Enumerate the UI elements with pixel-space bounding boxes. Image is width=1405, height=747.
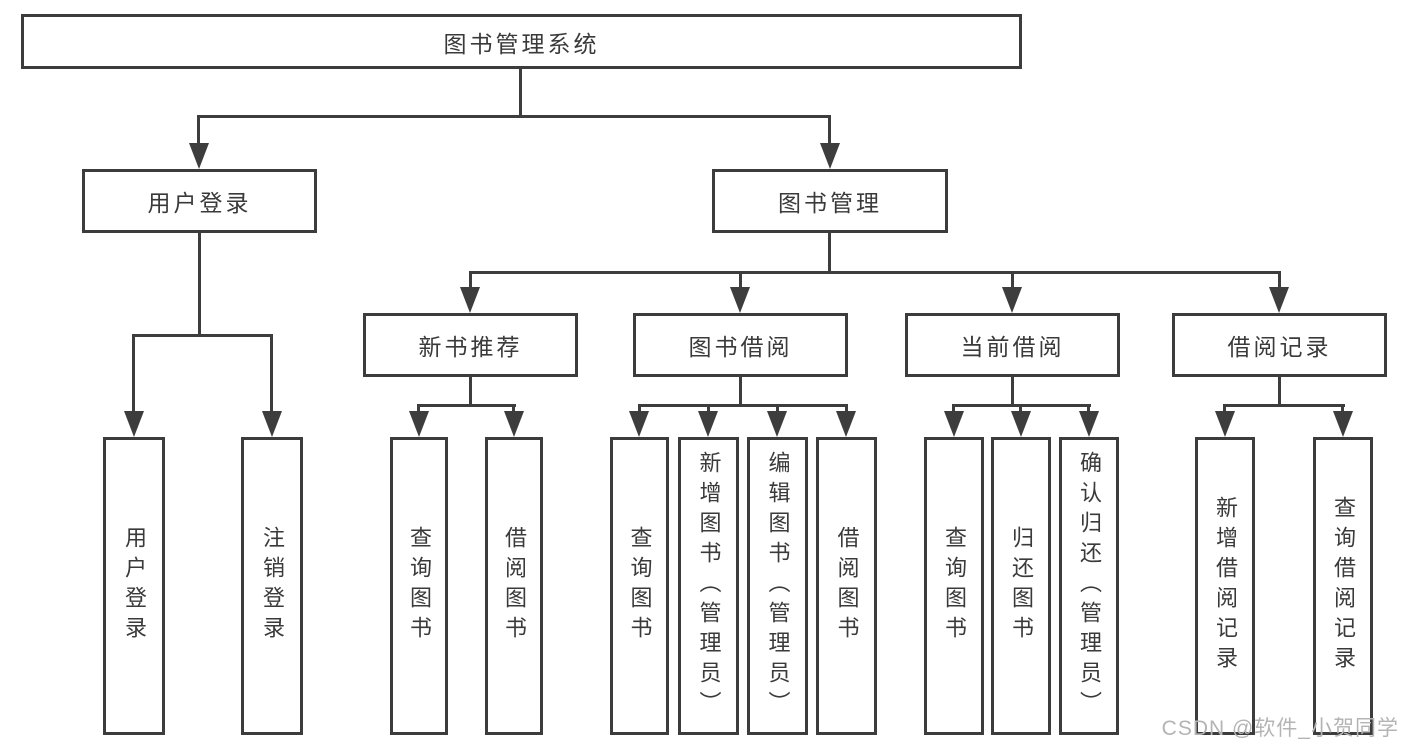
leaf-borrow-books-under-book-borrowing: 借阅图书 [816,437,877,735]
node-current-borrowing: 当前借阅 [905,313,1120,377]
connector-line [1011,271,1014,289]
connector-line [845,404,848,414]
connector-line [952,404,955,414]
leaf-borrow-books-under-recommendation: 借阅图书 [485,437,543,735]
arrow-down-icon [262,411,282,437]
node-label: 图书借阅 [688,334,793,360]
connector-line [1011,377,1014,407]
connector-line [197,115,200,145]
leaf-label: 用户登录 [122,526,147,646]
connector-line [132,334,135,411]
arrow-down-icon [1002,287,1022,313]
arrow-down-icon [504,411,524,437]
connector-line [519,69,522,118]
leaf-query-books-under-recommendation: 查询图书 [390,437,448,735]
arrow-down-icon [1011,411,1031,437]
node-book-borrowing: 图书借阅 [633,313,848,377]
arrow-down-icon [944,411,964,437]
connector-line [638,404,848,407]
arrow-down-icon [1079,411,1099,437]
csdn-watermark: CSDN @软件_小贺同学 [1161,717,1399,740]
node-borrowing-records: 借阅记录 [1172,313,1387,377]
connector-line [417,404,420,414]
connector-line [512,404,515,414]
connector-line [739,271,742,289]
arrow-down-icon [698,411,718,437]
leaf-add-book-admin: 新增图书（管理员） [678,437,739,735]
node-label: 图书管理系统 [443,30,600,57]
leaf-label: 编辑图书（管理员） [765,451,791,721]
connector-line [469,377,472,407]
connector-line [1278,271,1281,289]
node-label: 借阅记录 [1227,334,1332,360]
connector-line [197,115,831,118]
leaf-label: 归还图书 [1009,526,1034,646]
leaf-add-borrow-record: 新增借阅记录 [1195,437,1255,735]
connector-line [1087,404,1090,414]
arrow-down-icon [460,287,480,313]
connector-line [1223,404,1226,414]
connector-line [469,271,1281,274]
node-label: 当前借阅 [960,334,1065,360]
connector-line [1019,404,1022,414]
leaf-label: 新增借阅记录 [1213,496,1238,676]
node-library-management-system: 图书管理系统 [21,14,1022,69]
arrow-down-icon [629,411,649,437]
leaf-label: 借阅图书 [502,526,527,646]
connector-line [1278,377,1281,407]
connector-line [417,404,516,407]
arrow-down-icon [1269,287,1289,313]
connector-line [638,404,641,414]
leaf-query-borrow-record: 查询借阅记录 [1313,437,1373,735]
connector-line [469,271,472,289]
connector-line [776,404,779,414]
leaf-label: 查询图书 [407,526,432,646]
leaf-confirm-return-admin: 确认归还（管理员） [1059,437,1119,735]
node-label: 图书管理 [778,190,882,216]
connector-line [132,334,273,337]
leaf-label: 注销登录 [260,526,285,646]
connector-line [1341,404,1344,414]
arrow-down-icon [730,287,750,313]
arrow-down-icon [189,143,209,169]
arrow-down-icon [836,411,856,437]
node-book-management: 图书管理 [712,169,948,233]
leaf-query-books-under-current: 查询图书 [924,437,984,735]
leaf-return-books: 归还图书 [991,437,1051,735]
arrow-down-icon [409,411,429,437]
leaf-label: 确认归还（管理员） [1077,451,1102,721]
connector-line [1223,404,1345,407]
leaf-label: 新增图书（管理员） [696,451,722,721]
leaf-label: 借阅图书 [834,526,860,646]
connector-line [198,233,201,337]
connector-line [739,377,742,407]
leaf-user-login: 用户登录 [103,437,165,735]
node-label: 新书推荐 [418,334,523,360]
leaf-query-books-under-borrowing: 查询图书 [610,437,669,735]
arrow-down-icon [1333,411,1353,437]
connector-line [270,334,273,411]
connector-line [828,233,831,274]
arrow-down-icon [767,411,787,437]
connector-line [828,115,831,145]
arrow-down-icon [124,411,144,437]
leaf-label: 查询借阅记录 [1331,496,1356,676]
arrow-down-icon [820,143,840,169]
connector-line [707,404,710,414]
leaf-label: 查询图书 [627,526,653,646]
arrow-down-icon [1215,411,1235,437]
leaf-logout-login: 注销登录 [241,437,303,735]
leaf-edit-book-admin: 编辑图书（管理员） [747,437,808,735]
node-label: 用户登录 [147,190,252,216]
node-user-login: 用户登录 [82,169,317,233]
node-new-book-recommendation: 新书推荐 [363,313,578,377]
leaf-label: 查询图书 [942,526,967,646]
